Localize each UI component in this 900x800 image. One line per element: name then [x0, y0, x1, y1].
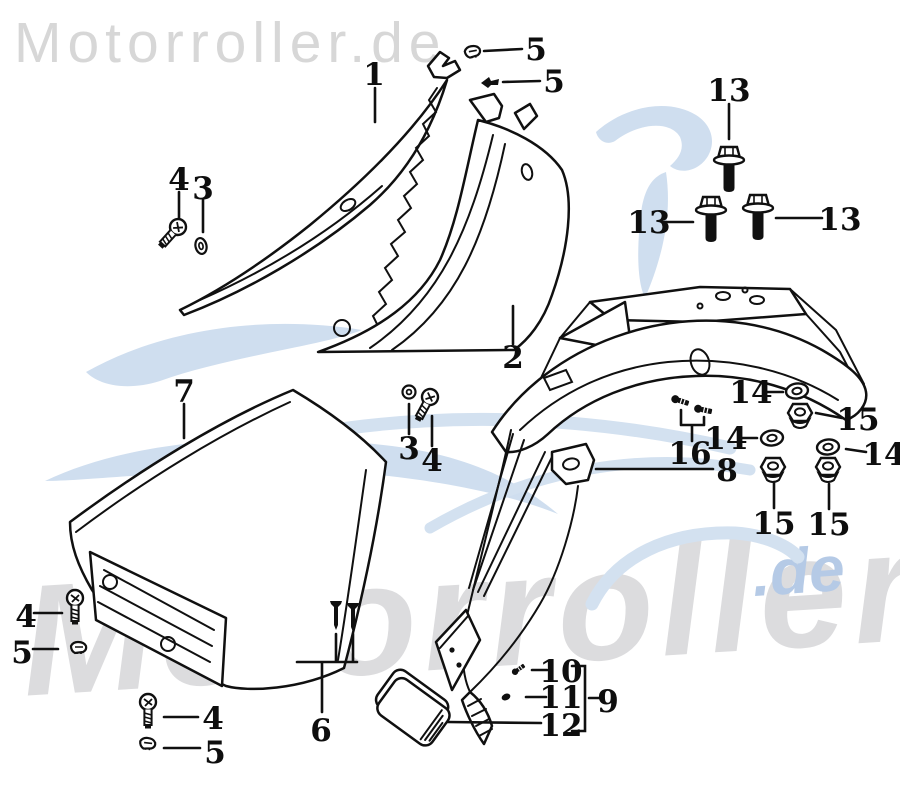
callout-6: 6 — [310, 713, 332, 749]
callout-3-topleft: 3 — [192, 171, 214, 207]
callout-10: 10 — [539, 654, 582, 690]
flange-nut-15-icon — [759, 456, 787, 484]
fasteners — [65, 43, 842, 752]
callout-11: 11 — [539, 680, 582, 716]
screw-11-icon — [501, 693, 511, 701]
leader-lines — [31, 47, 868, 750]
screw-10-icon — [510, 662, 527, 677]
clip-nut-5-icon — [462, 43, 483, 61]
watermark-logo-top: Motorroller.de — [14, 11, 447, 75]
callout-3-mid: 3 — [398, 431, 420, 467]
callout-16: 16 — [668, 436, 711, 472]
callout-4-bottom: 4 — [202, 701, 224, 737]
callout-5-bottom: 5 — [204, 735, 226, 771]
callout-7: 7 — [173, 374, 195, 410]
grommet-3-icon — [401, 384, 417, 400]
flange-bolt-13-icon — [741, 193, 775, 242]
callout-15-c: 15 — [807, 507, 850, 543]
clip-nut-5-icon — [69, 640, 88, 656]
flange-bolt-13-icon — [694, 195, 728, 244]
screw-16-icon — [669, 393, 691, 408]
callout-1: 1 — [363, 57, 385, 93]
callout-14-a: 14 — [729, 375, 772, 411]
flange-bolt-13-icon — [712, 145, 746, 194]
callout-14-c: 14 — [862, 437, 900, 473]
rear-cover — [68, 388, 388, 691]
grommet-3-icon — [194, 236, 208, 256]
callout-5-top-a: 5 — [525, 32, 547, 68]
screw-4-icon — [138, 692, 158, 730]
side-cover-right — [316, 92, 570, 354]
callout-2: 2 — [502, 340, 524, 376]
washer-14-icon — [759, 428, 785, 448]
callout-15-b: 15 — [752, 506, 795, 542]
callout-13-top: 13 — [707, 73, 750, 109]
callout-12: 12 — [539, 708, 582, 744]
callout-13-right: 13 — [818, 202, 861, 238]
callout-8: 8 — [716, 453, 738, 489]
callout-labels: 1 2 4 3 5 5 13 13 13 7 3 4 16 14 15 14 8… — [11, 32, 900, 771]
callout-4-left: 4 — [15, 599, 37, 635]
callout-14-b: 14 — [704, 421, 747, 457]
callout-13-left: 13 — [627, 205, 670, 241]
side-cover-left — [178, 50, 462, 349]
callout-4-mid: 4 — [421, 443, 443, 479]
screw-4-icon — [65, 588, 85, 626]
callout-15-a: 15 — [836, 402, 879, 438]
rear-mudguard — [434, 285, 868, 746]
callout-9: 9 — [597, 684, 619, 720]
clip-nut-5-icon — [138, 736, 157, 752]
flange-nut-15-icon — [814, 456, 842, 484]
callout-5-left: 5 — [11, 635, 33, 671]
screw-4-icon — [153, 214, 191, 254]
screw-16-icon — [692, 403, 714, 417]
washer-14-icon — [815, 437, 841, 457]
reflector — [374, 668, 451, 747]
clip-5-icon — [481, 77, 499, 88]
flange-nut-15-icon — [786, 402, 814, 430]
callout-4-topleft: 4 — [168, 162, 190, 198]
callout-5-top-b: 5 — [543, 64, 565, 100]
